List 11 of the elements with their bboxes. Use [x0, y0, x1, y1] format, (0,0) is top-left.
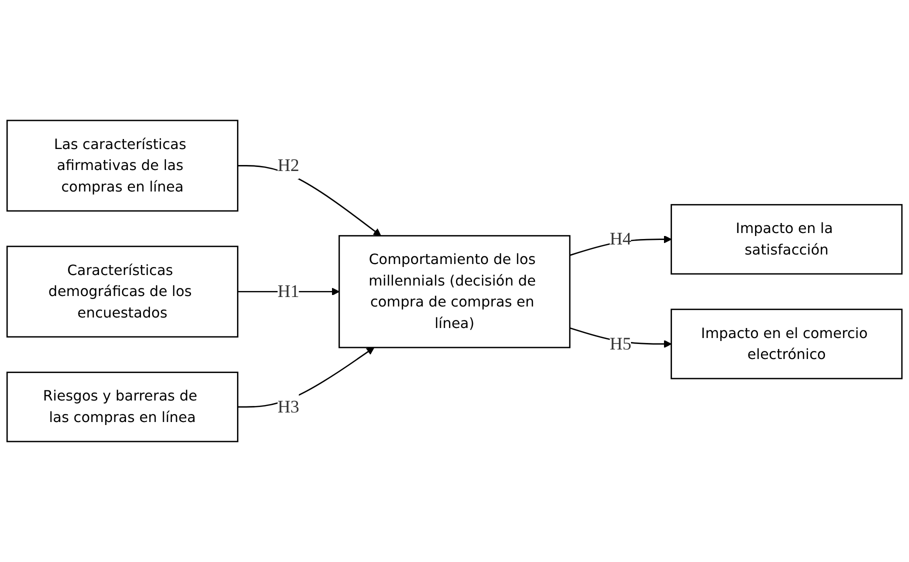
node-box: Impacto en el comercio electrónico — [670, 308, 903, 380]
edge-label: H4 — [610, 230, 632, 250]
node-box: Riesgos y barreras de las compras en línea — [6, 372, 238, 442]
edge-label: H3 — [278, 397, 300, 417]
node-box: Características demográficas de los encuestados — [6, 246, 238, 338]
node-box: Impacto en la satisfacción — [670, 204, 903, 275]
edge-label: H5 — [610, 334, 632, 354]
edge-label: H2 — [278, 156, 300, 176]
node-box: Las características afirmativas de las compras en línea — [6, 120, 238, 212]
edge-label: H1 — [278, 282, 300, 302]
node-box: Comportamiento de los millennials (decisión de compra de compras en línea) — [338, 235, 570, 348]
